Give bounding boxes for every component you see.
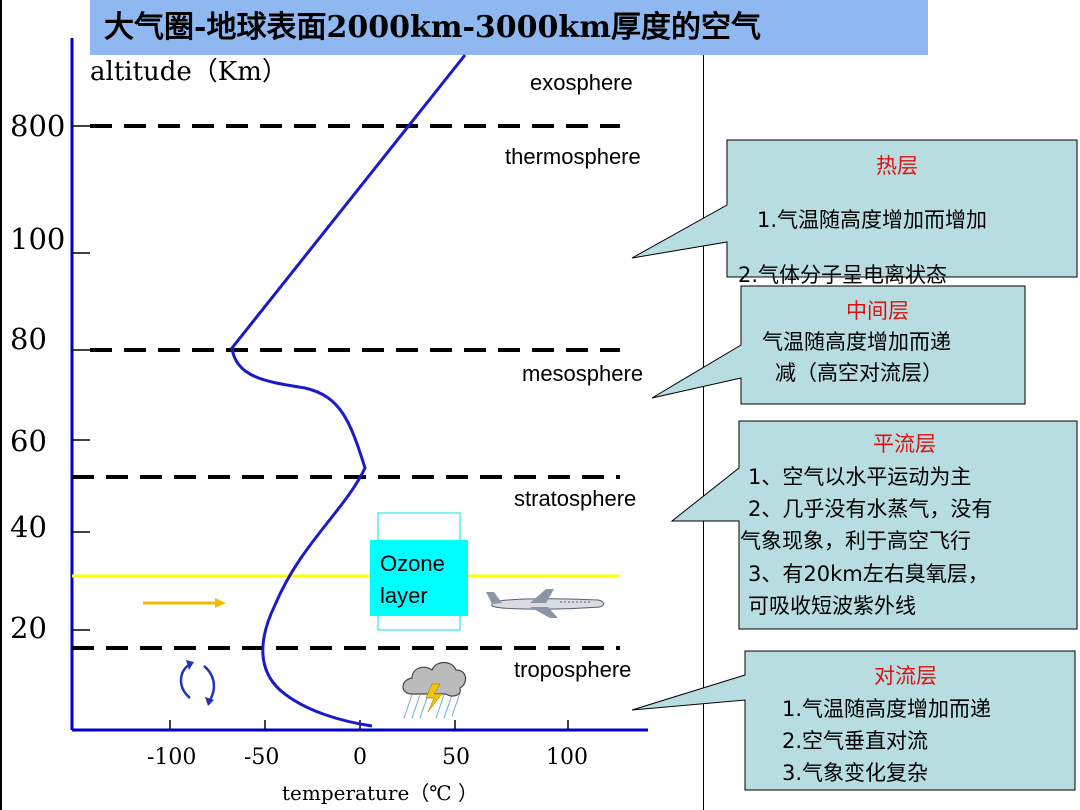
x-tick-0: 0 bbox=[353, 745, 367, 770]
right-arrow-icon bbox=[143, 598, 226, 608]
callout-mesosphere-line1: 气温随高度增加而递 bbox=[762, 330, 951, 354]
callout-troposphere-line3: 3.气象变化复杂 bbox=[782, 761, 928, 785]
callout-troposphere-line1: 1.气温随高度增加而递 bbox=[782, 697, 991, 721]
layer-thermosphere: thermosphere bbox=[505, 144, 641, 169]
y-tick-60: 60 bbox=[10, 424, 47, 458]
callout-troposphere-line2: 2.空气垂直对流 bbox=[782, 729, 928, 753]
callout-stratosphere-line3: 气象现象，利于高空飞行 bbox=[740, 529, 971, 553]
ozone-label-line1: Ozone bbox=[380, 551, 445, 576]
callout-mesosphere-line2: 减（高空对流层） bbox=[775, 361, 943, 385]
y-tick-20: 20 bbox=[10, 611, 47, 645]
y-tick-80: 80 bbox=[10, 322, 47, 356]
callout-stratosphere bbox=[670, 420, 1078, 630]
callout-stratosphere-line5: 可吸收短波紫外线 bbox=[748, 594, 916, 618]
callout-stratosphere-line1: 1、空气以水平运动为主 bbox=[748, 465, 971, 489]
y-tick-40: 40 bbox=[10, 510, 47, 544]
callout-thermosphere-line2: 2.气体分子呈电离状态 bbox=[738, 263, 947, 287]
callout-thermosphere-title: 热层 bbox=[876, 154, 918, 178]
callout-troposphere-title: 对流层 bbox=[874, 664, 937, 688]
callout-mesosphere bbox=[651, 285, 1026, 405]
x-tick-neg100: -100 bbox=[147, 745, 196, 770]
layer-troposphere: troposphere bbox=[514, 657, 631, 682]
x-tick-neg50: -50 bbox=[244, 745, 279, 770]
callout-troposphere bbox=[631, 650, 1076, 791]
x-axis-label: temperature（℃ ） bbox=[282, 781, 478, 805]
temperature-profile-curve bbox=[230, 54, 467, 728]
x-tick-50: 50 bbox=[442, 745, 470, 770]
frame-left-border bbox=[0, 0, 2, 810]
layer-exosphere: exosphere bbox=[530, 70, 633, 95]
callout-stratosphere-title: 平流层 bbox=[873, 432, 936, 456]
y-axis-label: altitude（Km） bbox=[90, 57, 288, 87]
y-tick-100: 100 bbox=[10, 222, 65, 256]
airplane-icon bbox=[486, 589, 605, 618]
slide-title: 大气圈-地球表面2000km-3000km厚度的空气 bbox=[90, 0, 928, 55]
ozone-label-line2: layer bbox=[380, 583, 428, 608]
x-tick-marks bbox=[169, 720, 569, 730]
callout-stratosphere-line4: 3、有20km左右臭氧层， bbox=[748, 562, 989, 586]
callout-stratosphere-line2: 2、几乎没有水蒸气，没有 bbox=[748, 497, 992, 521]
y-tick-marks bbox=[72, 125, 90, 631]
layer-stratosphere: stratosphere bbox=[514, 486, 636, 511]
ozone-layer-box bbox=[370, 540, 468, 616]
layer-boundaries bbox=[72, 124, 620, 650]
callout-thermosphere-line1: 1.气温随高度增加而增加 bbox=[757, 208, 987, 232]
x-tick-100: 100 bbox=[546, 745, 588, 770]
layer-mesosphere: mesosphere bbox=[522, 361, 643, 386]
storm-cloud-icon bbox=[402, 661, 467, 719]
callout-mesosphere-title: 中间层 bbox=[846, 299, 909, 323]
y-tick-800: 800 bbox=[10, 109, 65, 143]
frame-divider bbox=[703, 55, 704, 810]
callout-thermosphere bbox=[631, 139, 1078, 278]
convection-arrows-icon bbox=[179, 660, 216, 706]
